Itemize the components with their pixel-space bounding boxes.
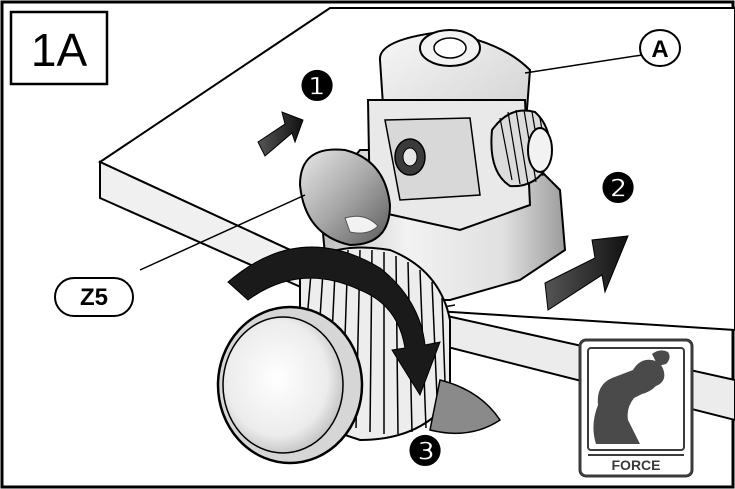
rotate-arrow — [227, 246, 441, 397]
callout-z5-bubble — [54, 277, 134, 317]
step-label-box — [9, 10, 109, 86]
z5-knob — [298, 148, 392, 247]
step-number-3: ❸ — [407, 430, 443, 474]
leader-line-z5 — [139, 194, 306, 271]
clamp-body — [318, 29, 567, 309]
step-number-2: ❷ — [600, 167, 636, 211]
arrow-step-1 — [257, 111, 304, 157]
side-knob — [490, 109, 553, 188]
callout-a-label: A — [651, 36, 668, 63]
step-number-1: ❶ — [299, 65, 335, 109]
force-label: FORCE — [612, 457, 661, 473]
arrow-step-2 — [544, 235, 629, 311]
step-label: 1A — [31, 24, 88, 76]
leader-line-a — [524, 54, 643, 74]
flexed-arm-icon — [593, 350, 670, 444]
callout-a-bubble — [639, 29, 681, 67]
end-cap — [216, 305, 364, 465]
force-badge: FORCE — [578, 338, 694, 478]
callout-z5-label: Z5 — [80, 284, 108, 311]
